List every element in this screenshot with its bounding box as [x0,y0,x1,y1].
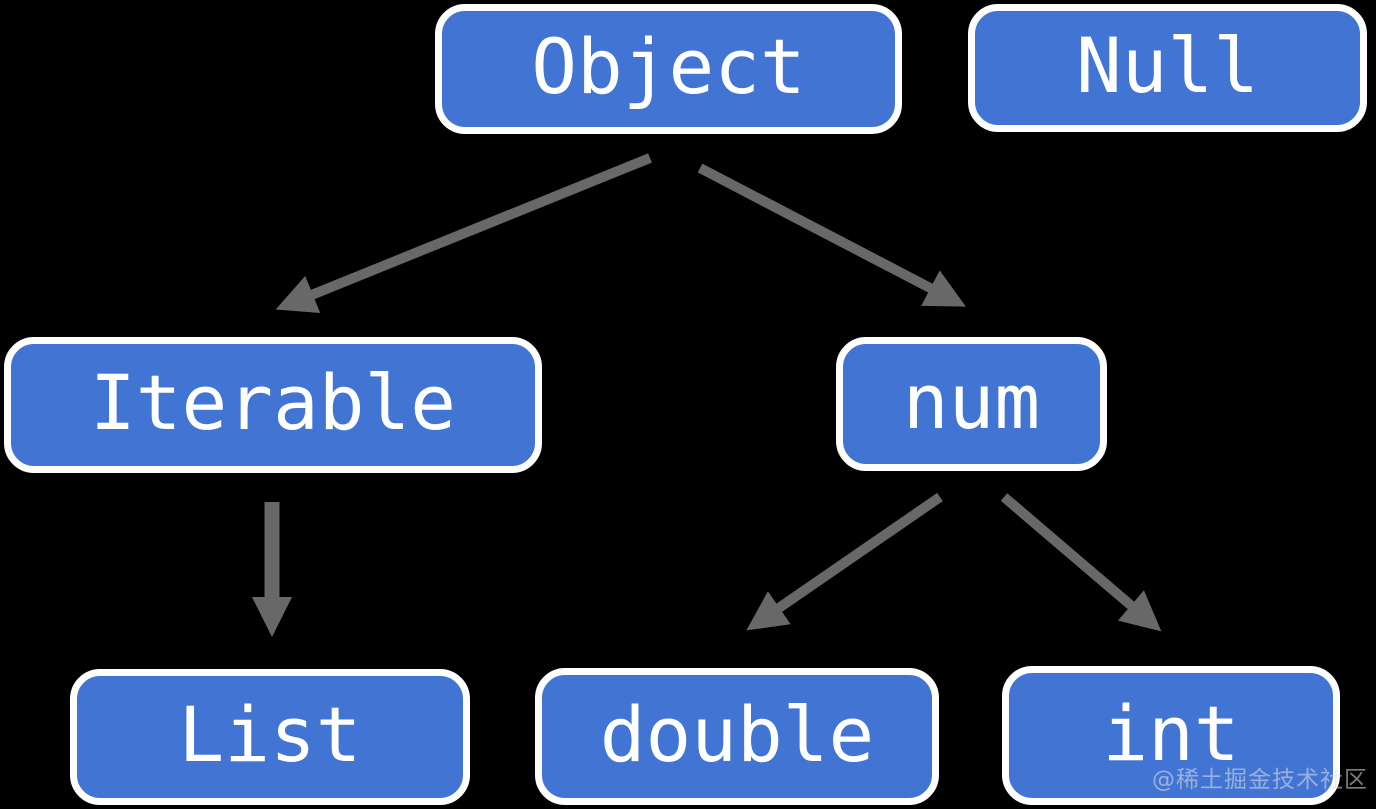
node-int: int [1002,666,1340,805]
arrow-num-to-int [1000,493,1162,632]
node-int-label: int [1102,688,1240,778]
node-num-label: num [902,357,1041,446]
node-null-label: Null [1075,21,1260,110]
node-object: Object [435,4,902,134]
watermark: @稀土掘金技术社区 [1152,767,1368,793]
arrow-object-to-num [697,163,966,307]
node-null: Null [968,4,1367,132]
node-list: List [70,669,470,805]
arrow-object-to-iterable [275,153,652,314]
node-double: double [535,668,939,805]
node-list-label: List [178,690,362,779]
node-iterable: Iterable [4,337,542,473]
node-iterable-label: Iterable [89,358,457,447]
node-num: num [836,337,1107,471]
node-double-label: double [599,689,875,779]
node-object-label: Object [531,22,806,111]
arrow-num-to-double [746,492,943,631]
